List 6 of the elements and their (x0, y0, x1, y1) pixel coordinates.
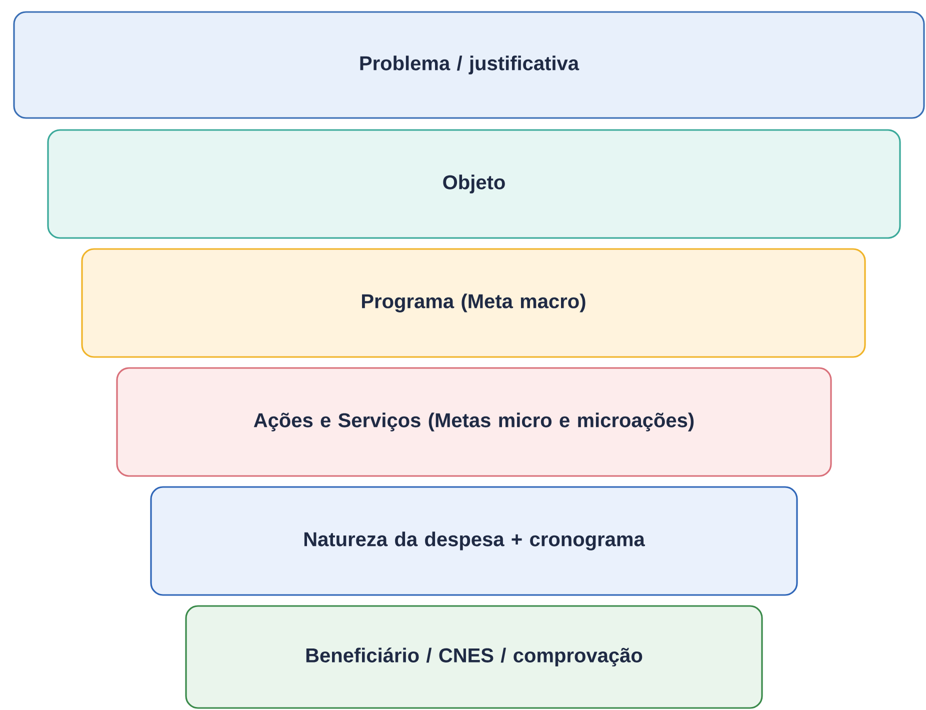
funnel-box: Objeto (47, 129, 901, 239)
funnel-box: Natureza da despesa + cronograma (150, 486, 798, 596)
funnel-box: Programa (Meta macro) (81, 248, 866, 358)
funnel-box: Ações e Serviços (Metas micro e microações) (116, 367, 832, 477)
funnel-box: Beneficiário / CNES / comprovação (185, 605, 763, 709)
funnel-box: Problema / justificativa (13, 11, 925, 119)
